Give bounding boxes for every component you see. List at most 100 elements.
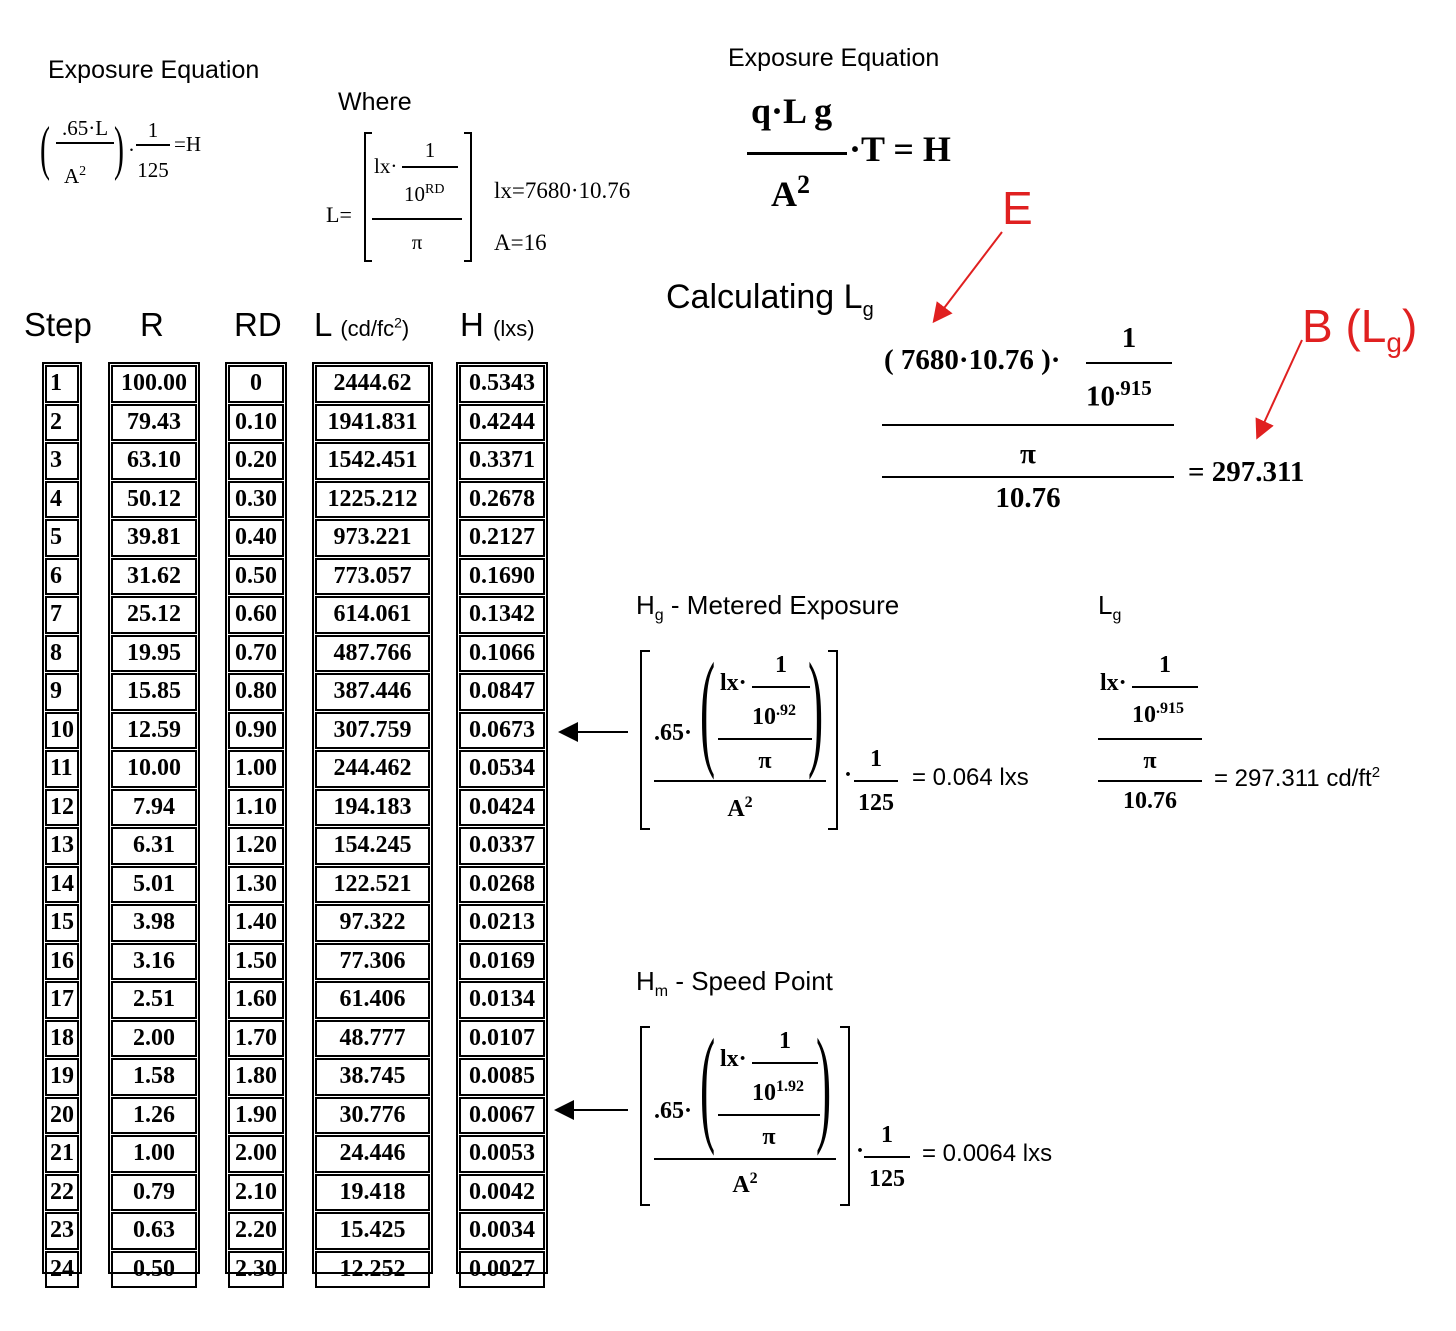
table-cell-h: 0.0268: [459, 865, 545, 903]
table-cell-h: 0.3371: [459, 442, 545, 480]
table-cell-step: 17: [45, 981, 79, 1019]
speed-frac-den: 125: [869, 1166, 905, 1192]
table-cell-l: 1225.212: [315, 480, 430, 518]
lg-ten: 10.915: [1132, 700, 1184, 728]
table-cell-r: 63.10: [111, 442, 197, 480]
table-cell-rd: 0.70: [228, 634, 284, 672]
table-cell-r: 2.00: [111, 1019, 197, 1057]
table-cell-rd: 0.80: [228, 673, 284, 711]
table-cell-l: 614.061: [315, 596, 430, 634]
metered-pi: π: [758, 748, 772, 774]
left-paren-open: (: [40, 115, 50, 181]
table-cell-r: 15.85: [111, 673, 197, 711]
table-cell-h: 0.0213: [459, 904, 545, 942]
table-cell-l: 773.057: [315, 557, 430, 595]
left-paren-close: ): [114, 115, 124, 181]
right-equation-title: Exposure Equation: [728, 44, 940, 72]
table-cell-step: 15: [45, 904, 79, 942]
table-cell-rd: 1.70: [228, 1019, 284, 1057]
table-cell-rd: 2.20: [228, 1212, 284, 1250]
table-cell-step: 16: [45, 942, 79, 980]
speed-lx: lx·: [720, 1046, 747, 1072]
right-eq-numerator: q·L g: [751, 91, 833, 131]
table-cell-r: 19.95: [111, 634, 197, 672]
calculating-label: Calculating Lg: [666, 278, 874, 321]
table-cell-l: 61.406: [315, 981, 430, 1019]
where-equation: L= lx· 1 10RD π lx=7680·10.76 A=16: [326, 132, 666, 272]
table-cell-rd: 1.20: [228, 827, 284, 865]
metered-label: Hg - Metered Exposure: [636, 590, 900, 625]
table-cell-r: 3.98: [111, 904, 197, 942]
table-cell-h: 0.1066: [459, 634, 545, 672]
table-cell-r: 6.31: [111, 827, 197, 865]
metered-ten: 10.92: [752, 702, 796, 730]
table-cell-h: 0.1690: [459, 557, 545, 595]
right-exposure-equation: q·L g A2 ·T = H: [745, 88, 985, 228]
table-cell-h: 0.0134: [459, 981, 545, 1019]
metered-one: 1: [775, 652, 787, 678]
table-cell-l: 24.446: [315, 1135, 430, 1173]
metered-frac-den: 125: [858, 790, 894, 816]
speed-one: 1: [779, 1028, 791, 1054]
speed-label: Hm - Speed Point: [636, 966, 833, 1001]
table-cell-step: 3: [45, 442, 79, 480]
table-cell-rd: 1.40: [228, 904, 284, 942]
header-h: H (lxs): [460, 306, 535, 343]
table-cell-rd: 2.30: [228, 1250, 284, 1288]
table-cell-r: 39.81: [111, 519, 197, 557]
calc-result: = 297.311: [1188, 456, 1305, 488]
table-cell-r: 1.00: [111, 1135, 197, 1173]
table-cell-l: 1941.831: [315, 403, 430, 441]
table-cell-rd: 1.80: [228, 1058, 284, 1096]
metered-result: = 0.064 lxs: [912, 764, 1029, 791]
table-cell-h: 0.1342: [459, 596, 545, 634]
metered-equation: .65· ( lx· 1 10.92 π ) A2 · 1 125 = 0.06…: [640, 644, 1060, 835]
lg-label: Lg: [1098, 590, 1122, 625]
table-cell-r: 1.58: [111, 1058, 197, 1096]
header-l: L (cd/fc2): [314, 306, 410, 343]
table-cell-h: 0.2678: [459, 480, 545, 518]
table-cell-h: 0.0847: [459, 673, 545, 711]
table-cell-h: 0.4244: [459, 403, 545, 441]
table-cell-h: 0.0085: [459, 1058, 545, 1096]
table-cell-l: 154.245: [315, 827, 430, 865]
table-cell-step: 24: [45, 1250, 79, 1288]
table-cell-h: 0.5343: [459, 365, 545, 403]
header-r: R: [140, 306, 164, 343]
table-cell-l: 30.776: [315, 1096, 430, 1134]
table-cell-step: 10: [45, 711, 79, 749]
arrow-b: [1255, 339, 1303, 440]
table-cell-step: 13: [45, 827, 79, 865]
table-cell-l: 48.777: [315, 1019, 430, 1057]
lg-lx: lx·: [1100, 670, 1127, 696]
annotation-e: E: [1002, 182, 1033, 234]
table-cell-l: 97.322: [315, 904, 430, 942]
table-cell-h: 0.0337: [459, 827, 545, 865]
table-cell-step: 5: [45, 519, 79, 557]
table-cell-l: 38.745: [315, 1058, 430, 1096]
right-eq-tail: ·T = H: [849, 129, 951, 169]
calc-one: 1: [1121, 322, 1137, 354]
table-cell-step: 23: [45, 1212, 79, 1250]
table-cell-step: 19: [45, 1058, 79, 1096]
metered-lx: lx·: [720, 670, 747, 696]
speed-equation: .65· ( lx· 1 101.92 π ) A2 · 1 125 = 0.0…: [640, 1020, 1080, 1211]
where-lx-def: lx=7680·10.76: [494, 178, 631, 203]
table-cell-rd: 2.00: [228, 1135, 284, 1173]
arrow-e: [932, 231, 1003, 324]
table-cell-step: 14: [45, 865, 79, 903]
table-cell-l: 973.221: [315, 519, 430, 557]
table-cell-l: 19.418: [315, 1173, 430, 1211]
table-cell-rd: 1.00: [228, 750, 284, 788]
where-ten-rd: 10RD: [404, 182, 445, 206]
table-cell-rd: 1.60: [228, 981, 284, 1019]
speed-coef: .65·: [654, 1098, 693, 1124]
table-cell-r: 0.50: [111, 1250, 197, 1288]
table-cell-h: 0.0169: [459, 942, 545, 980]
speed-den: A2: [732, 1170, 758, 1198]
table-cell-step: 21: [45, 1135, 79, 1173]
table-cell-step: 2: [45, 403, 79, 441]
table-cell-step: 1: [45, 365, 79, 403]
where-pi: π: [411, 230, 423, 254]
